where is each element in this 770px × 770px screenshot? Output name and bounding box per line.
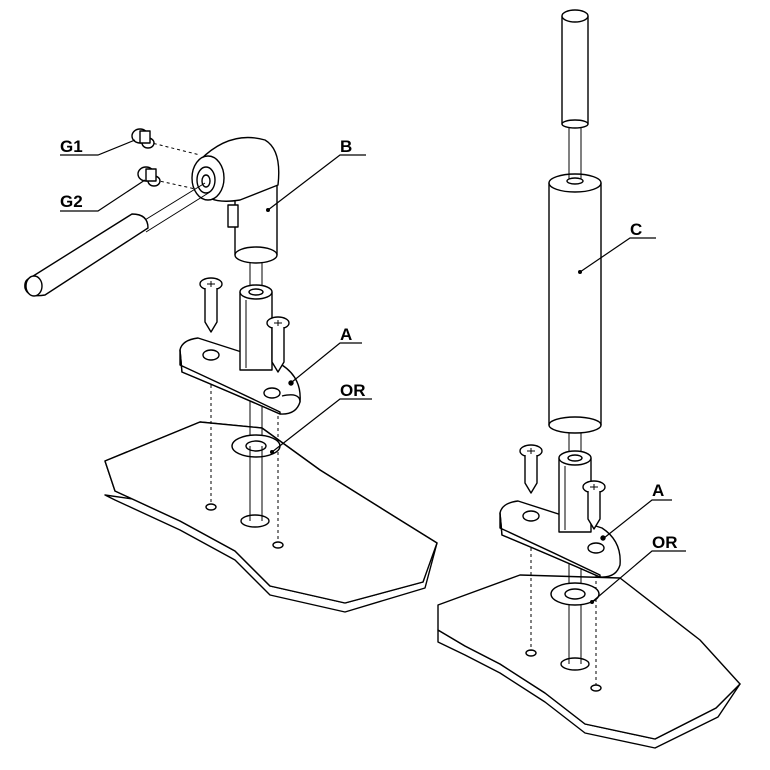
label-a-right: A bbox=[652, 481, 664, 500]
left-assembly: G1 G2 B A OR bbox=[24, 128, 438, 613]
label-a-left: A bbox=[340, 325, 352, 344]
right-sleeve bbox=[558, 450, 592, 533]
right-desk-plate bbox=[437, 574, 741, 749]
lever-handle bbox=[24, 182, 211, 297]
left-o-ring bbox=[231, 434, 281, 470]
upper-rod bbox=[561, 9, 589, 179]
right-o-ring bbox=[550, 582, 600, 606]
label-or-left: OR bbox=[340, 381, 366, 400]
grub-screw-g1 bbox=[131, 128, 155, 149]
right-clamp-bracket bbox=[499, 500, 621, 578]
grub-screw-g2 bbox=[137, 166, 161, 187]
right-screw-1 bbox=[519, 444, 543, 494]
label-g1: G1 bbox=[60, 137, 83, 156]
label-or-right: OR bbox=[652, 533, 678, 552]
left-sleeve bbox=[239, 284, 273, 371]
right-assembly: C A OR bbox=[437, 9, 741, 749]
label-b: B bbox=[340, 137, 352, 156]
label-g2: G2 bbox=[60, 192, 83, 211]
elbow-joint-b bbox=[191, 136, 280, 264]
left-desk-plate bbox=[104, 421, 438, 613]
right-screw-2 bbox=[582, 480, 606, 530]
label-c: C bbox=[630, 220, 642, 239]
left-screw-1 bbox=[199, 277, 223, 333]
left-screw-2 bbox=[266, 316, 290, 373]
tube-c bbox=[548, 173, 602, 434]
